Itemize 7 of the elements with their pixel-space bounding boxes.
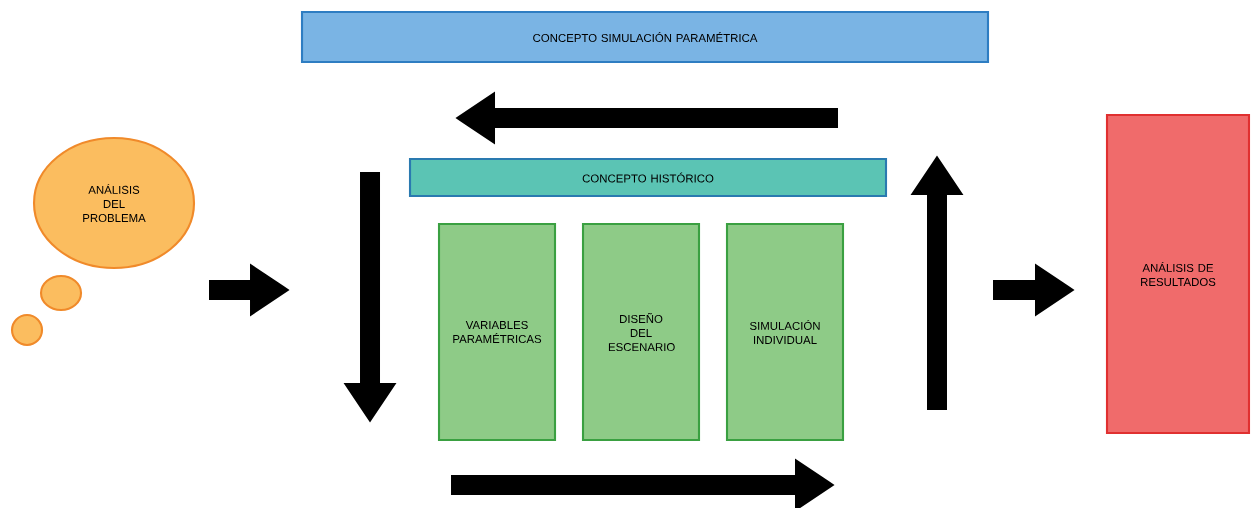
process-box: DISEÑO DEL ESCENARIO (581, 222, 701, 442)
result-box: ANÁLISIS DE RESULTADOS (1105, 113, 1251, 435)
thought-bubble: ANÁLISIS DEL PROBLEMA (32, 136, 196, 270)
process-box: SIMULACIÓN INDIVIDUAL (725, 222, 845, 442)
concept-banner: CONCEPTO HISTÓRICO (408, 157, 888, 198)
concept-banner: CONCEPTO SIMULACIÓN PARAMÉTRICA (300, 10, 990, 64)
process-box: VARIABLES PARAMÉTRICAS (437, 222, 557, 442)
